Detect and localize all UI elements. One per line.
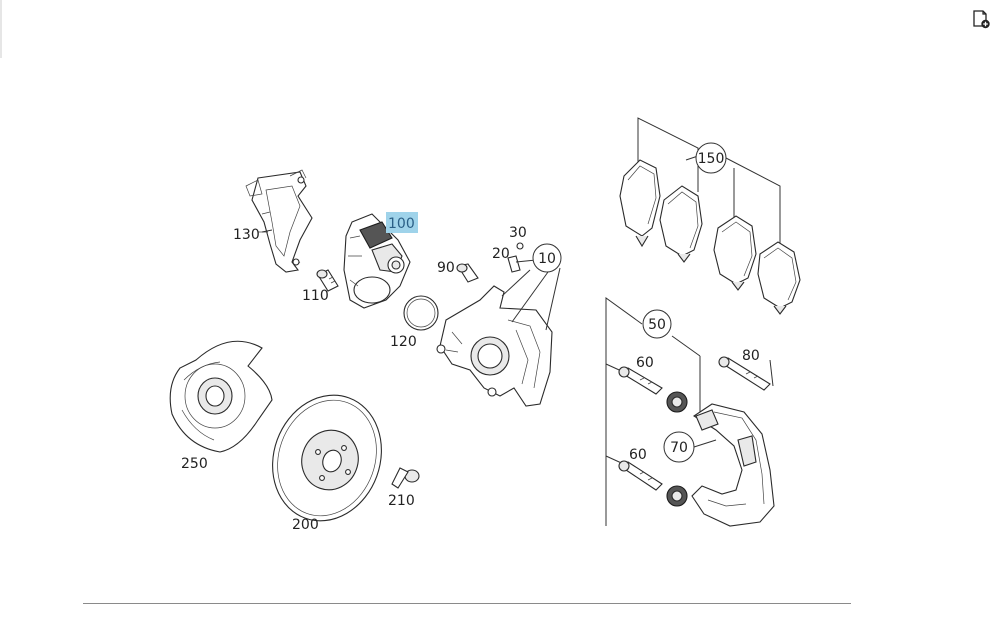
callout-200[interactable]: 200: [292, 517, 319, 533]
part-bolt-110[interactable]: [316, 269, 339, 292]
callout-120[interactable]: 120: [390, 334, 417, 350]
part-brake-pad-3[interactable]: [713, 215, 757, 291]
callout-bubble-50: [642, 309, 672, 339]
part-caliper-carrier[interactable]: [691, 403, 775, 527]
callout-50[interactable]: 50: [648, 317, 666, 333]
callout-70[interactable]: 70: [670, 440, 688, 456]
leader-lines-10: [501, 259, 561, 331]
part-bleeder-valve[interactable]: [507, 242, 524, 273]
part-brake-pad-4[interactable]: [757, 241, 801, 315]
document-add-icon: [973, 10, 990, 29]
add-document-button[interactable]: [968, 6, 994, 32]
part-screw-210[interactable]: [391, 467, 420, 489]
callout-150[interactable]: 150: [698, 151, 725, 167]
callout-bubble-150: [695, 142, 727, 174]
bottom-divider: [83, 603, 851, 604]
callout-250[interactable]: 250: [181, 456, 208, 472]
callout-210[interactable]: 210: [388, 493, 415, 509]
callout-bubble-70: [663, 431, 695, 463]
part-screw-90[interactable]: [456, 263, 479, 283]
callout-100[interactable]: 100: [388, 216, 415, 232]
callout-10[interactable]: 10: [538, 251, 556, 267]
part-dust-shield[interactable]: [169, 340, 273, 453]
callout-60-upper[interactable]: 60: [636, 355, 654, 371]
leader-line-130: [261, 229, 273, 233]
callout-130[interactable]: 130: [233, 227, 260, 243]
part-bushing-lower[interactable]: [666, 485, 688, 507]
part-brake-disc[interactable]: [255, 380, 398, 537]
part-bushing-upper[interactable]: [666, 391, 688, 413]
callout-20[interactable]: 20: [492, 246, 510, 262]
left-panel-edge: [0, 0, 2, 58]
part-brake-pad-1[interactable]: [619, 159, 661, 248]
callout-30[interactable]: 30: [509, 225, 527, 241]
callout-110[interactable]: 110: [302, 288, 329, 304]
callout-bubble-10: [532, 243, 562, 273]
part-brake-caliper[interactable]: [436, 285, 553, 407]
callout-90[interactable]: 90: [437, 260, 455, 276]
part-brake-pad-2[interactable]: [659, 185, 703, 263]
part-guide-bolt-lower[interactable]: [618, 460, 663, 491]
part-cable-bracket[interactable]: [245, 169, 313, 273]
callout-highlight: [386, 212, 418, 233]
callout-60-lower[interactable]: 60: [629, 447, 647, 463]
leader-lines-150: [637, 117, 781, 262]
callout-80[interactable]: 80: [742, 348, 760, 364]
part-guide-bolt-upper[interactable]: [618, 366, 663, 395]
part-bolt-80[interactable]: [718, 356, 771, 391]
part-seal-ring[interactable]: [403, 295, 439, 331]
leader-lines-50: [605, 297, 774, 526]
